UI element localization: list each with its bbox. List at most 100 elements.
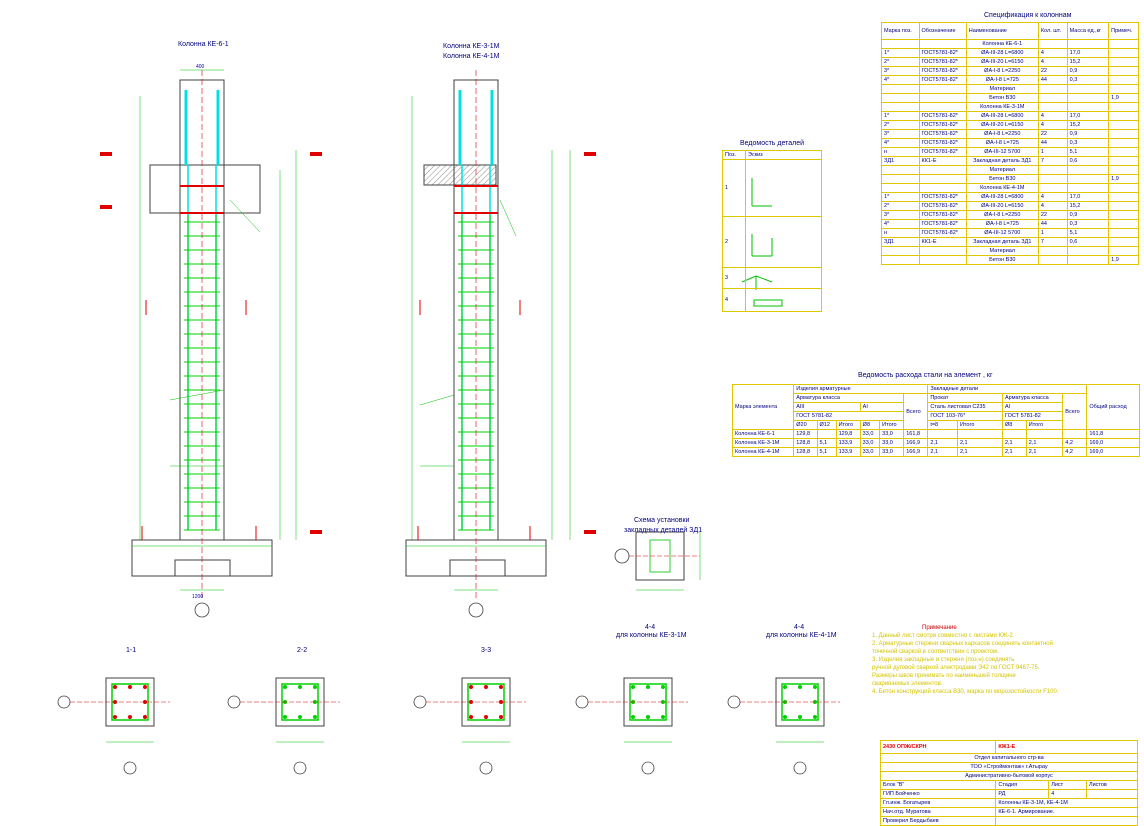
spec-cell: 4: [1037, 201, 1068, 211]
section-bar: [469, 685, 473, 689]
section-bar: [646, 715, 650, 719]
stamp-project-3: Административно-бытовой корпус: [880, 771, 1138, 781]
spec-cell: ГОСТ5781-82*: [918, 192, 967, 202]
spec-cell: 5,1: [1066, 147, 1110, 157]
spec-cell: 7: [1037, 237, 1068, 247]
parts-header-pos: Поз.: [722, 150, 746, 160]
spec-cell: [881, 93, 920, 103]
spec-cell: [881, 39, 920, 49]
spec-cell: [1108, 120, 1139, 130]
spec-cell: [881, 174, 920, 184]
steel-cell: 133,9: [835, 447, 861, 457]
steel-header-cell: ГОСТ 5781-82: [793, 411, 905, 421]
steel-header-cell: Всего: [1062, 393, 1088, 430]
section-bar: [283, 715, 287, 719]
steel-cell: 33,0: [859, 438, 881, 448]
scheme-title-1: Схема установки: [634, 517, 690, 524]
steel-cell: [1001, 429, 1027, 439]
section-3-3-title: 3-3: [481, 647, 492, 654]
spec-cell: [1037, 174, 1068, 184]
spec-cell: 4: [1037, 192, 1068, 202]
stamp-person-3: Проверил Бердыбаев: [879, 816, 997, 826]
spec-cell: 4: [1037, 111, 1068, 121]
stamp-sheet-code: КЖ1-Е: [995, 740, 1138, 754]
stamp-person-0: ГИП Бойченко: [879, 789, 997, 799]
axis-bubble: [413, 695, 427, 709]
spec-cell: ГОСТ5781-82*: [918, 75, 967, 85]
section-bar: [661, 715, 665, 719]
spec-cell: [1108, 156, 1139, 166]
axis-bubble: [123, 761, 137, 775]
spec-cell: ГОСТ5781-82*: [918, 219, 967, 229]
spec-cell: [1066, 183, 1110, 193]
elevation-ke-3-1m: [405, 70, 596, 618]
spec-cell: [1037, 84, 1068, 94]
steel-header-cell: Марка элемента: [731, 384, 795, 430]
spec-cell: ГОСТ5781-82*: [918, 66, 967, 76]
spec-cell: Колонна КЕ-6-1: [965, 39, 1039, 49]
steel-cell: 5,1: [816, 447, 837, 457]
spec-cell: н: [881, 147, 920, 157]
stamp-person-1: Гл.инж. Богатырев: [879, 798, 997, 808]
spec-cell: Колонна КЕ-3-1М: [965, 102, 1039, 112]
spec-cell: [1037, 255, 1068, 265]
axis-bubble: [641, 761, 655, 775]
axis-bubble: [293, 761, 307, 775]
spec-cell: [1108, 39, 1139, 49]
spec-cell: [1108, 111, 1139, 121]
steel-cell: 33,0: [879, 447, 905, 457]
steel-header-cell: Арматура класса: [793, 393, 905, 403]
section-bar: [113, 685, 117, 689]
spec-cell: 3*: [881, 210, 920, 220]
spec-cell: ØA-III-28 L=6800: [965, 48, 1039, 58]
section-bar: [313, 715, 317, 719]
steel-cell: 33,0: [859, 447, 881, 457]
spec-cell: ЗД1: [881, 237, 920, 247]
spec-cell: 44: [1037, 138, 1068, 148]
steel-cell: [1062, 429, 1088, 439]
parts-row-2: 2: [722, 216, 746, 268]
note-line: свариваемых элементов.: [872, 681, 943, 687]
steel-cell: 129,8: [835, 429, 861, 439]
spec-cell: ØA-III-28 L=6800: [965, 111, 1039, 121]
spec-cell: ØA-I-8 L=725: [965, 75, 1039, 85]
spec-cell: КК1-Е: [918, 156, 967, 166]
spec-cell: [1037, 246, 1068, 256]
scheme-zd1: [614, 531, 701, 591]
spec-cell: [918, 246, 967, 256]
spec-cell: 1,9: [1108, 174, 1139, 184]
steel-header-cell: Ø8: [859, 420, 881, 430]
section-bar: [813, 715, 817, 719]
spec-cell: Закладная деталь ЗД1: [965, 156, 1039, 166]
spec-cell: 1*: [881, 192, 920, 202]
dim-col-1: 400: [196, 64, 205, 70]
steel-cell: 2,1: [1001, 447, 1027, 457]
spec-cell: 22: [1037, 210, 1068, 220]
note-line: Размеры швов принимать по наименьшей тол…: [872, 673, 1016, 679]
spec-cell: ГОСТ5781-82*: [918, 57, 967, 67]
steel-header-cell: Общий расход: [1086, 384, 1140, 430]
steel-header-cell: Сталь листовая С235: [927, 402, 1003, 412]
spec-cell: 0,3: [1066, 75, 1110, 85]
steel-header-cell: Итого: [956, 420, 1003, 430]
section-bar: [631, 685, 635, 689]
steel-cell: 2,1: [927, 438, 958, 448]
spec-cell: 4*: [881, 138, 920, 148]
spec-cell: 2*: [881, 201, 920, 211]
spec-cell: ГОСТ5781-82*: [918, 228, 967, 238]
spec-header-4: Масса ед.,кг: [1066, 22, 1110, 40]
section-4-4a-title: 4-4: [645, 624, 656, 631]
steel-header-cell: Ø8: [1001, 420, 1027, 430]
stamp-sheets-h: Листов: [1085, 780, 1139, 790]
